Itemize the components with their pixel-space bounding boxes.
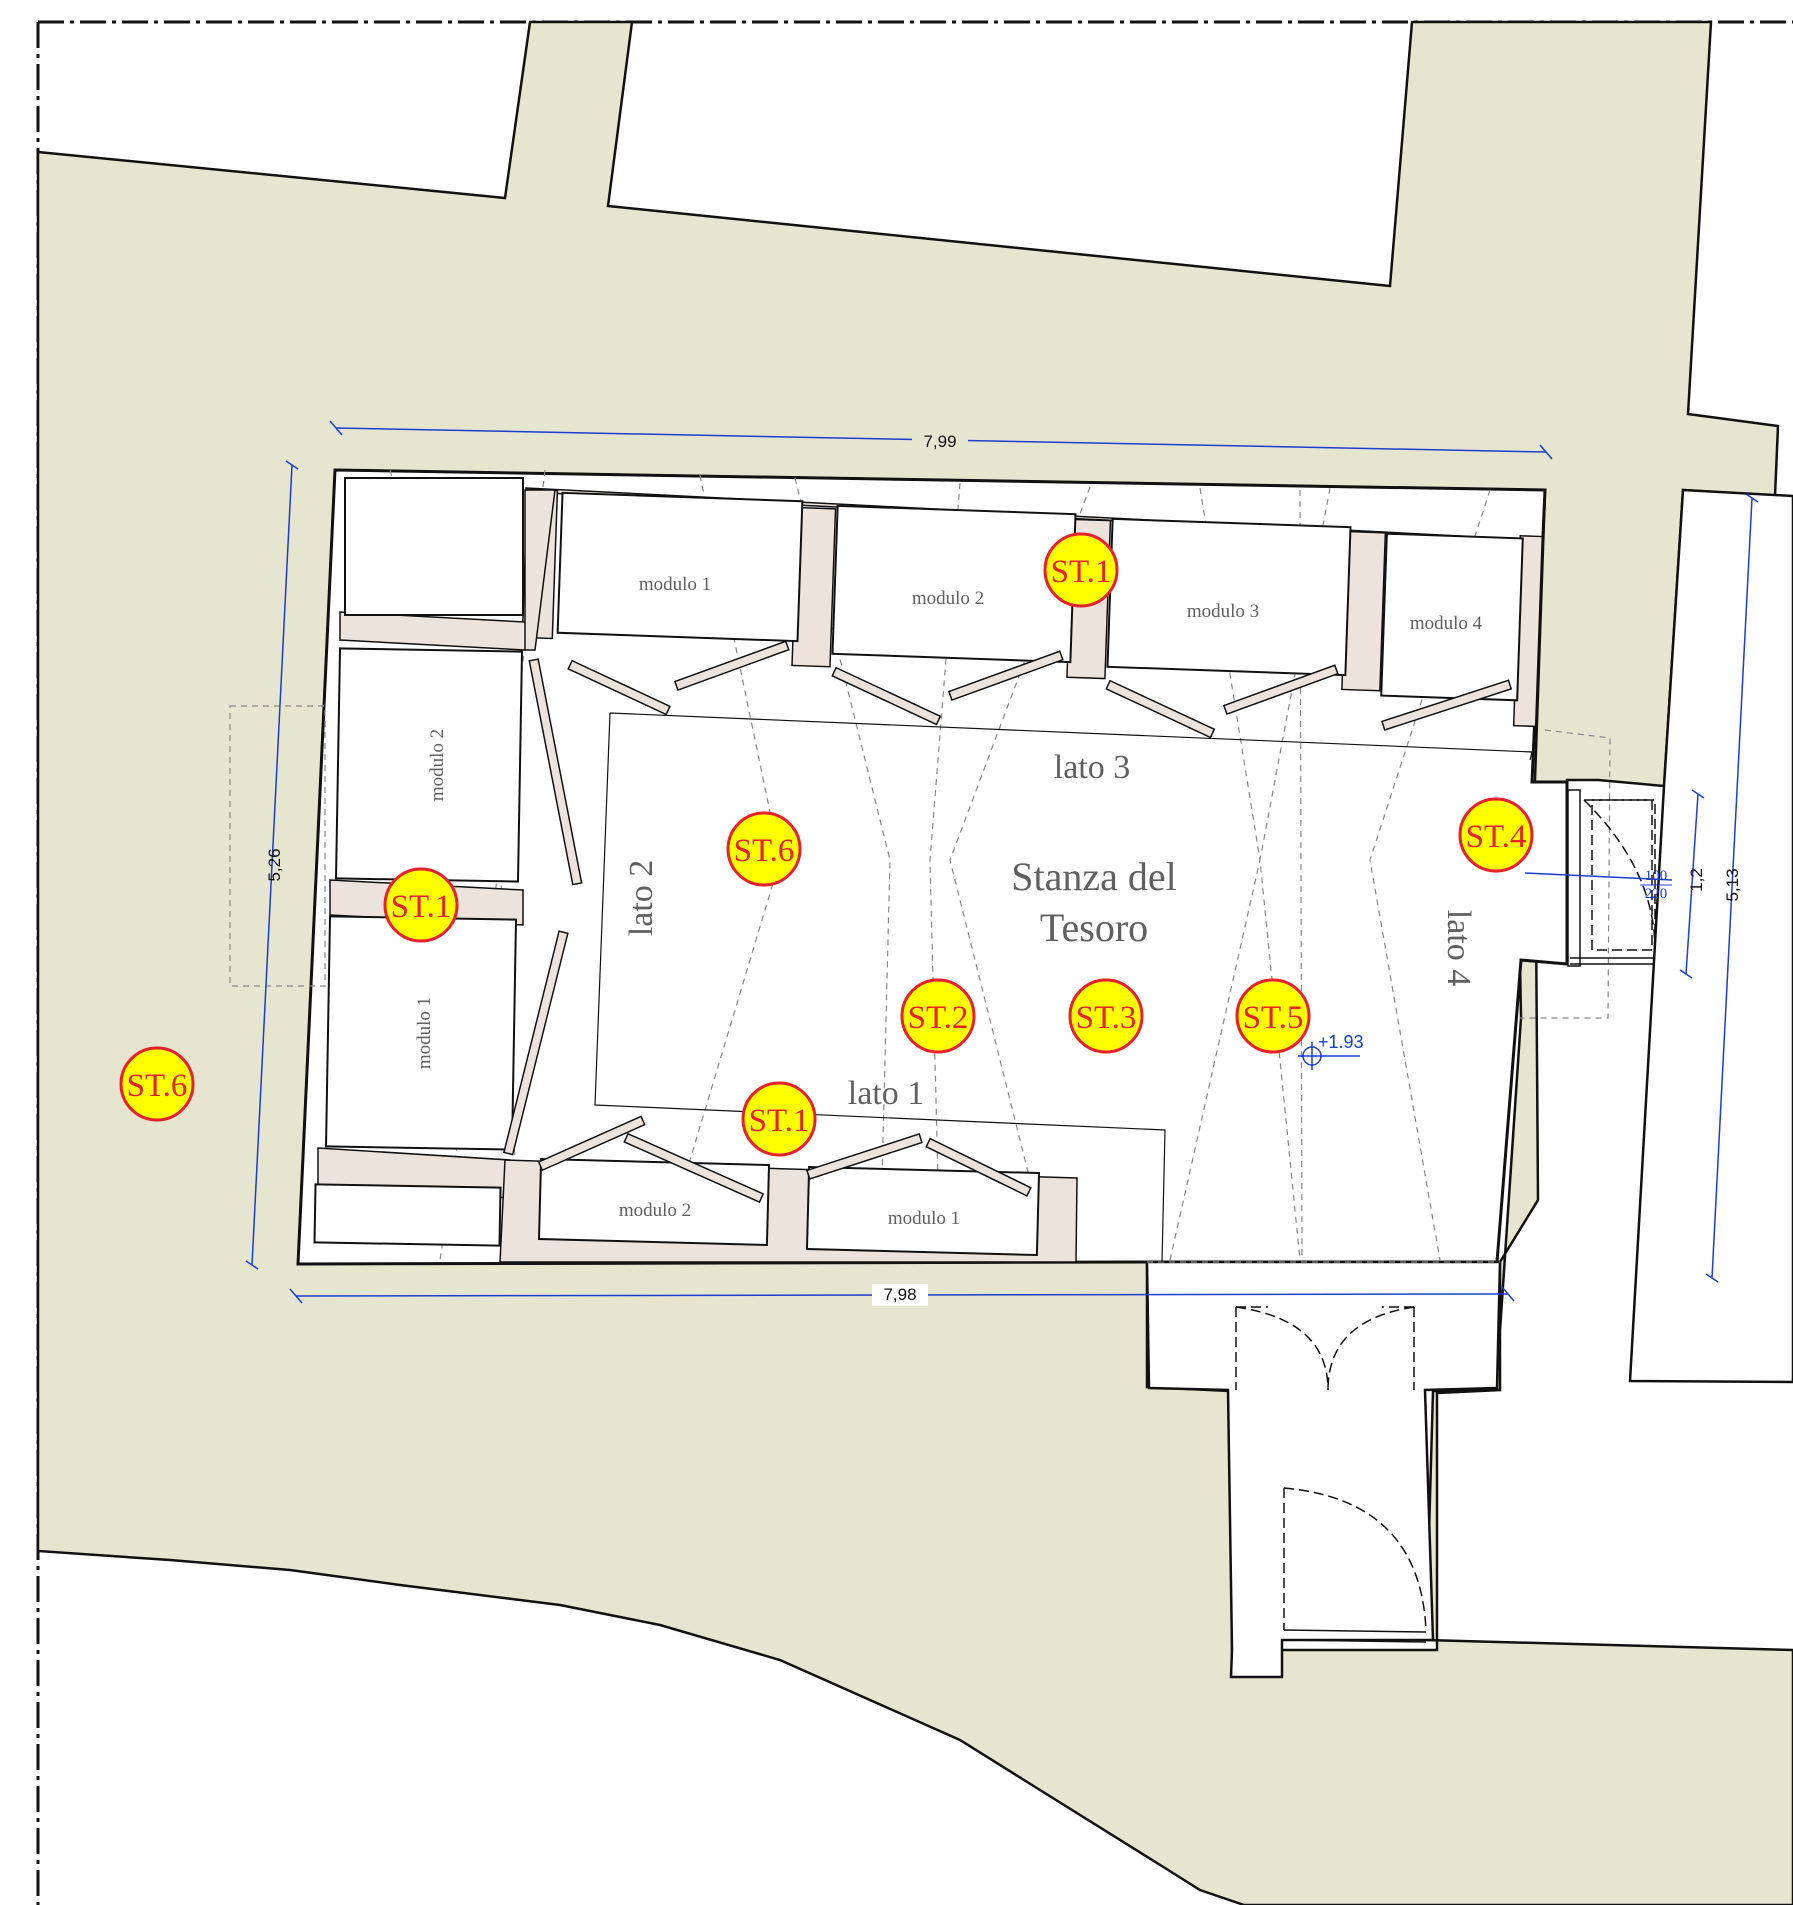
module-label-lato1-2: modulo 2 [619,1200,691,1221]
station-marker[interactable]: ST.4 [1458,797,1534,873]
dimension-bottom: 7,98 [883,1285,916,1304]
side-label-lato2: lato 2 [623,860,660,936]
level-label: +1.93 [1318,1032,1364,1052]
svg-text:ST.5: ST.5 [1243,1000,1304,1036]
station-marker[interactable]: ST.1 [383,867,459,943]
station-marker[interactable]: ST.3 [1068,978,1144,1054]
svg-text:ST.6: ST.6 [127,1068,188,1104]
station-markers: ST.1 ST.1 ST.1 ST.2 ST.3 ST.4 ST.5 ST.6 [119,532,1534,1157]
module-label-lato3-4: modulo 4 [1410,613,1483,634]
side-label-lato4: lato 4 [1440,910,1477,986]
module-label-lato3-2: modulo 2 [912,588,984,609]
door-width-label: 100 [1645,868,1668,884]
cabinets-lato2 [313,477,583,1247]
cabinets-lato1 [499,1115,1078,1263]
svg-text:ST.3: ST.3 [1076,1000,1137,1036]
dimension-top: 7,99 [923,432,956,451]
svg-text:ST.1: ST.1 [749,1103,810,1139]
station-marker[interactable]: ST.6 [726,811,802,887]
room-name-line1: Stanza del [1011,854,1177,899]
dimension-door: 1,2 [1687,868,1706,892]
svg-text:ST.4: ST.4 [1466,819,1527,855]
dimension-left: 5,26 [265,848,284,881]
module-label-lato2-1: modulo 1 [414,997,435,1069]
svg-text:ST.2: ST.2 [908,1000,969,1036]
room-name-line2: Tesoro [1040,905,1148,950]
side-label-lato3: lato 3 [1054,749,1130,786]
side-label-lato1: lato 1 [848,1075,924,1112]
outer-room-right [1628,488,1793,1384]
station-marker[interactable]: ST.1 [1043,532,1119,608]
station-marker[interactable]: ST.5 [1235,978,1311,1054]
module-label-lato3-1: modulo 1 [639,574,711,595]
svg-text:ST.1: ST.1 [1051,554,1112,590]
level-marker [1298,1042,1360,1070]
module-label-lato1-1: modulo 1 [888,1208,960,1229]
door-height-label: 220 [1645,886,1668,902]
dimension-right: 5,13 [1723,868,1742,901]
svg-text:ST.6: ST.6 [734,833,795,869]
module-label-lato3-3: modulo 3 [1187,601,1259,622]
svg-text:ST.1: ST.1 [391,889,452,925]
doors [1235,789,1656,1643]
display-platform [594,712,1533,1263]
annex-room [1145,1260,1502,1679]
station-marker[interactable]: ST.2 [900,978,976,1054]
module-label-lato2-2: modulo 2 [427,729,448,801]
station-marker[interactable]: ST.1 [741,1081,817,1157]
station-marker[interactable]: ST.6 [119,1046,195,1122]
